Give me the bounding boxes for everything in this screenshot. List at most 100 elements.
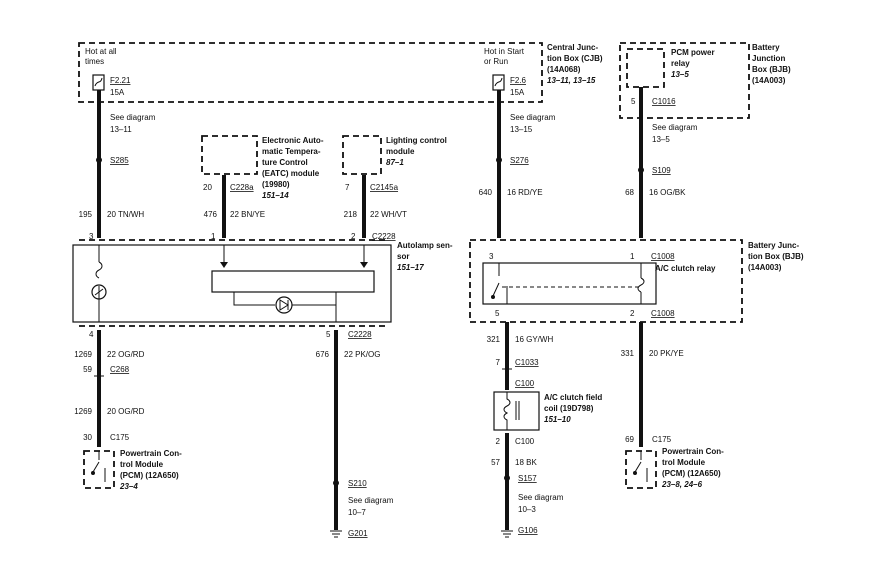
lighting-circuit: 218	[344, 210, 358, 219]
pcm-relay-conn: C1016	[652, 97, 676, 106]
eatc-name-4: (EATC) module	[262, 169, 320, 178]
bjb-top-name-2: Junction	[752, 54, 785, 63]
right-color: 20 PK/YE	[649, 349, 684, 358]
left-pin-59: 59	[83, 365, 92, 374]
wire2-splice: S276	[510, 156, 529, 165]
eatc-circuit: 476	[204, 210, 218, 219]
autolamp-inner-box	[211, 270, 375, 293]
wire1-splice: S285	[110, 156, 129, 165]
mid-see-2: 10–7	[348, 508, 366, 517]
mid-circuit: 676	[316, 350, 330, 359]
bjb2-name-2: tion Box (BJB)	[748, 252, 804, 261]
pcm-left-name-2: trol Module	[120, 460, 164, 469]
clutch-color: 16 GY/WH	[515, 335, 553, 344]
pcm-right-name-3: (PCM) (12A650)	[662, 469, 721, 478]
pcm-relay-name-1: PCM power	[671, 48, 715, 57]
cjb-hot-start-1: Hot in Start	[484, 47, 525, 56]
bjb2-pin-3: 3	[489, 252, 494, 261]
bjb2-conn: C1008	[651, 252, 675, 261]
clutch-name-1: A/C clutch field	[544, 393, 602, 402]
cjb-name-2: tion Box (CJB)	[547, 54, 603, 63]
bjb-bottom-box	[469, 239, 743, 323]
eatc-name-1: Electronic Auto-	[262, 136, 324, 145]
mid-see-1: See diagram	[348, 496, 394, 505]
clutch-ref: 151–10	[544, 415, 571, 424]
wire3-see-2: 13–5	[652, 135, 670, 144]
left-color-2: 20 OG/RD	[107, 407, 145, 416]
ac-relay-box	[482, 262, 657, 305]
bjb2-name-1: Battery Junc-	[748, 241, 799, 250]
clutch-ground: G106	[518, 526, 538, 535]
clutch-c1033: C1033	[515, 358, 539, 367]
autolamp-conn: C2228	[372, 232, 396, 241]
clutch-circuit: 321	[487, 335, 501, 344]
lighting-ref: 87–1	[386, 158, 404, 167]
clutch-c100b: C100	[515, 437, 535, 446]
lighting-color: 22 WH/VT	[370, 210, 407, 219]
autolamp-ref: 151–17	[397, 263, 424, 272]
cjb-hot-start-2: or Run	[484, 57, 508, 66]
left-pin-30: 30	[83, 433, 92, 442]
clutch-pin-2: 2	[496, 437, 501, 446]
mid-ground: G201	[348, 529, 368, 538]
bjb2-name-3: (14A003)	[748, 263, 782, 272]
left-c175: C175	[110, 433, 130, 442]
cjb-ref: 13–11, 13–15	[547, 76, 596, 85]
right-pin-69: 69	[625, 435, 634, 444]
clutch-see-1: See diagram	[518, 493, 564, 502]
eatc-name-2: matic Tempera-	[262, 147, 321, 156]
bjb-top-name-1: Battery	[752, 43, 780, 52]
lighting-name-1: Lighting control	[386, 136, 447, 145]
diode-icon	[275, 296, 293, 314]
fuse-1-id: F2.21	[110, 76, 131, 85]
pcm-right-name-2: trol Module	[662, 458, 706, 467]
bjb2-pin-1: 1	[630, 252, 635, 261]
lighting-name-2: module	[386, 147, 415, 156]
fuse-1-amp: 15A	[110, 88, 125, 97]
left-conn-c268: C268	[110, 365, 130, 374]
eatc-ref: 151–14	[262, 191, 289, 200]
wire3-color: 16 OG/BK	[649, 188, 686, 197]
autolamp-conn2: C2228	[348, 330, 372, 339]
cjb-hot-all-2: times	[85, 57, 104, 66]
bjb-top-name-3: Box (BJB)	[752, 65, 791, 74]
ground-g106-icon	[501, 530, 513, 538]
autolamp-name-1: Autolamp sen-	[397, 241, 453, 250]
wire3-splice: S109	[652, 166, 671, 175]
eatc-name-5: (19980)	[262, 180, 290, 189]
lighting-conn: C2145a	[370, 183, 399, 192]
eatc-color: 22 BN/YE	[230, 210, 265, 219]
eatc-name-3: ture Control	[262, 158, 308, 167]
wire1-see-1: See diagram	[110, 113, 156, 122]
left-circuit-2: 1269	[74, 407, 92, 416]
pcm-left-ref: 23–4	[119, 482, 138, 491]
wire3-circuit: 68	[625, 188, 634, 197]
wire3-see-1: See diagram	[652, 123, 698, 132]
bjb2-conn2: C1008	[651, 309, 675, 318]
eatc-conn: C228a	[230, 183, 254, 192]
cjb-name-3: (14A068)	[547, 65, 581, 74]
pcm-right-name-1: Powertrain Con-	[662, 447, 724, 456]
autolamp-pin-4: 4	[89, 330, 94, 339]
clutch-splice: S157	[518, 474, 537, 483]
ac-relay-label: A/C clutch relay	[655, 264, 716, 273]
autolamp-box	[72, 244, 392, 323]
eatc-box	[201, 135, 258, 175]
pcm-relay-ref: 13–5	[671, 70, 689, 79]
autolamp-pin-2: 2	[351, 232, 356, 241]
fuse-2-id: F2.6	[510, 76, 527, 85]
mid-splice: S210	[348, 479, 367, 488]
wire2-see-2: 13–15	[510, 125, 533, 134]
autolamp-pin-1: 1	[211, 232, 216, 241]
lighting-pin: 7	[345, 183, 350, 192]
clutch-c100a: C100	[515, 379, 535, 388]
bjb-top-box	[619, 42, 750, 119]
clutch-see-2: 10–3	[518, 505, 536, 514]
lighting-box	[342, 135, 382, 175]
bjb-top-name-4: (14A003)	[752, 76, 786, 85]
bjb2-pin-5: 5	[495, 309, 500, 318]
cjb-name-1: Central Junc-	[547, 43, 598, 52]
left-color-1: 22 OG/RD	[107, 350, 145, 359]
right-c175: C175	[652, 435, 672, 444]
